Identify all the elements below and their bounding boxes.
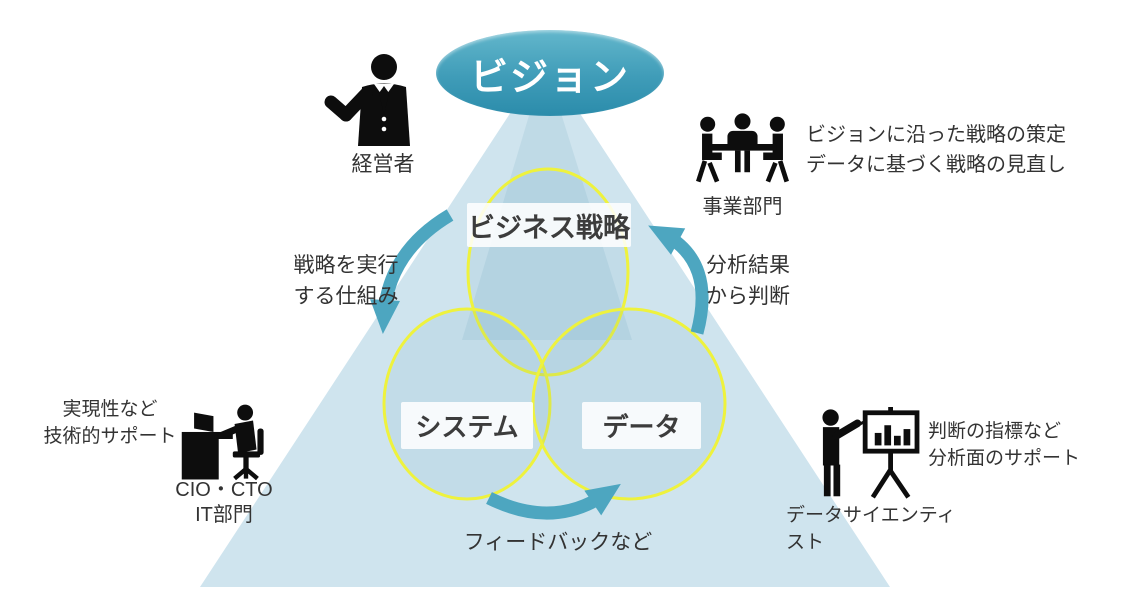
- vision-beam: [462, 62, 632, 340]
- cio-desk-icon: [181, 404, 264, 481]
- data-scientist-label: データサイエンティスト: [786, 505, 956, 553]
- vision-ellipse: ビジョン: [436, 30, 664, 116]
- board-bar: [893, 435, 901, 446]
- data-label: データ: [602, 412, 681, 442]
- data-scientist-icon: [822, 407, 920, 499]
- cio-note-line1: 実現性など: [62, 399, 158, 420]
- board-bar: [874, 432, 882, 446]
- business-dept-note-line2: データに基づく戦略の見直し: [806, 154, 1066, 176]
- board-bar: [903, 429, 911, 446]
- analyze-arrow-line1: 分析結果: [706, 254, 790, 277]
- execute-arrow-line1: 戦略を実行: [293, 254, 399, 277]
- data-scientist-note-line2: 分析面のサポート: [928, 448, 1081, 469]
- cio-note-line2: 技術的サポート: [43, 426, 177, 447]
- execute-arrow-label: 戦略を実行 する仕組み: [274, 250, 418, 312]
- analyze-arrow-label: 分析結果 から判断: [706, 250, 846, 312]
- board-bar: [884, 425, 892, 446]
- system-to-data-arrow: [486, 483, 621, 520]
- data-to-strategy-arrow: [648, 225, 709, 335]
- data-scientist-note-line1: 判断の指標など: [928, 421, 1062, 442]
- business-strategy-label: ビジネス戦略: [468, 212, 630, 243]
- data-scientist-note: 判断の指標など 分析面のサポート: [928, 418, 1108, 472]
- feedback-arrow-label: フィードバックなど: [463, 531, 653, 554]
- executive-icon: [324, 54, 410, 146]
- cio-label-line2: IT部門: [195, 504, 253, 526]
- business-dept-label: 事業部門: [702, 196, 783, 218]
- strategy-to-system-arrow: [370, 209, 454, 334]
- cio-note: 実現性など 技術的サポート: [36, 396, 184, 450]
- data-node: データ: [582, 402, 701, 449]
- cio-label: CIO・CTO IT部門: [168, 478, 280, 528]
- execute-arrow-line2: する仕組み: [293, 285, 399, 308]
- vision-label: ビジョン: [469, 56, 630, 99]
- business-strategy-node: ビジネス戦略: [467, 203, 631, 247]
- executive-label: 経営者: [351, 153, 415, 176]
- pyramid-triangle: [200, 60, 890, 587]
- analyze-arrow-line2: から判断: [706, 285, 790, 308]
- business-dept-note-line1: ビジョンに沿った戦略の策定: [806, 124, 1066, 146]
- system-node: システム: [401, 402, 533, 449]
- business-dept-note: ビジョンに沿った戦略の策定 データに基づく戦略の見直し: [806, 120, 1133, 180]
- cio-label-line1: CIO・CTO: [175, 479, 273, 501]
- meeting-icon: [696, 113, 789, 183]
- system-label: システム: [415, 412, 519, 442]
